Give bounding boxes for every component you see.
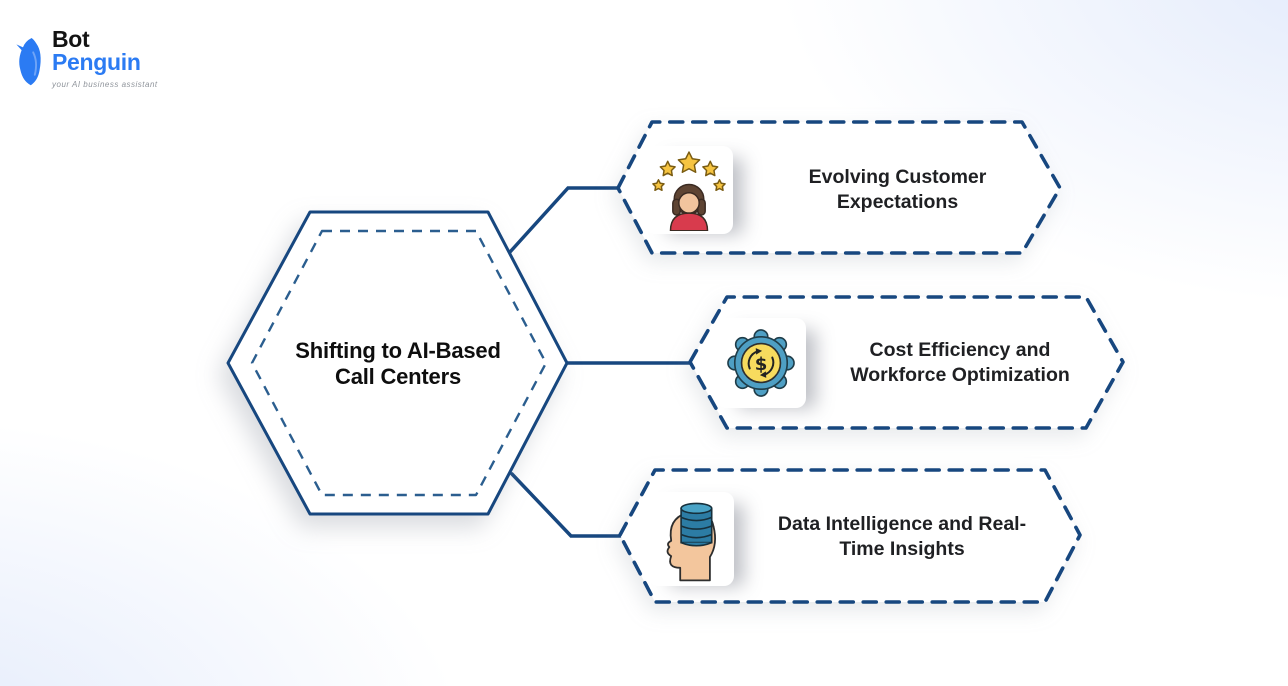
node-hexagon-data-intelligence	[618, 468, 1082, 604]
node-label-data-intelligence: Data Intelligence and Real- Time Insight…	[737, 495, 1067, 579]
brand-word-penguin: Penguin	[52, 49, 141, 76]
center-hexagon-dashed-inner	[250, 229, 548, 497]
botpenguin-logo: Bot Penguin your AI business assistant	[14, 26, 158, 90]
icon-card-cost-efficiency: $	[716, 318, 806, 408]
connector-bottom	[510, 472, 622, 538]
node-label-line2: Expectations	[836, 191, 959, 213]
node-label-line2: Time Insights	[839, 538, 965, 560]
node-label-line1: Data Intelligence and Real-	[777, 512, 1027, 535]
connector-top	[508, 186, 620, 254]
center-hexagon-outline	[226, 210, 569, 516]
dollar-gear-icon: $	[727, 329, 795, 397]
brand-word-bot: Bot	[52, 26, 90, 52]
node-label-line1: Evolving Customer	[808, 165, 987, 188]
svg-text:$: $	[755, 354, 768, 375]
data-head-icon	[666, 502, 717, 582]
center-title-line1: Shifting to AI-Based	[295, 338, 501, 363]
icon-card-evolving-customer	[645, 146, 733, 234]
brand-tagline: your AI business assistant	[52, 79, 158, 89]
center-hexagon-title: Shifting to AI-Based Call Centers	[258, 338, 538, 391]
node-label-evolving-customer: Evolving Customer Expectations	[740, 148, 1055, 232]
customer-stars-icon	[652, 151, 726, 231]
node-label-line1: Cost Efficiency and	[869, 338, 1051, 361]
node-label-line2: Workforce Optimization	[850, 364, 1070, 386]
penguin-icon	[16, 38, 41, 86]
node-label-cost-efficiency: Cost Efficiency and Workforce Optimizati…	[800, 321, 1120, 405]
center-title-line2: Call Centers	[335, 364, 461, 390]
icon-card-data-intelligence	[648, 492, 734, 586]
